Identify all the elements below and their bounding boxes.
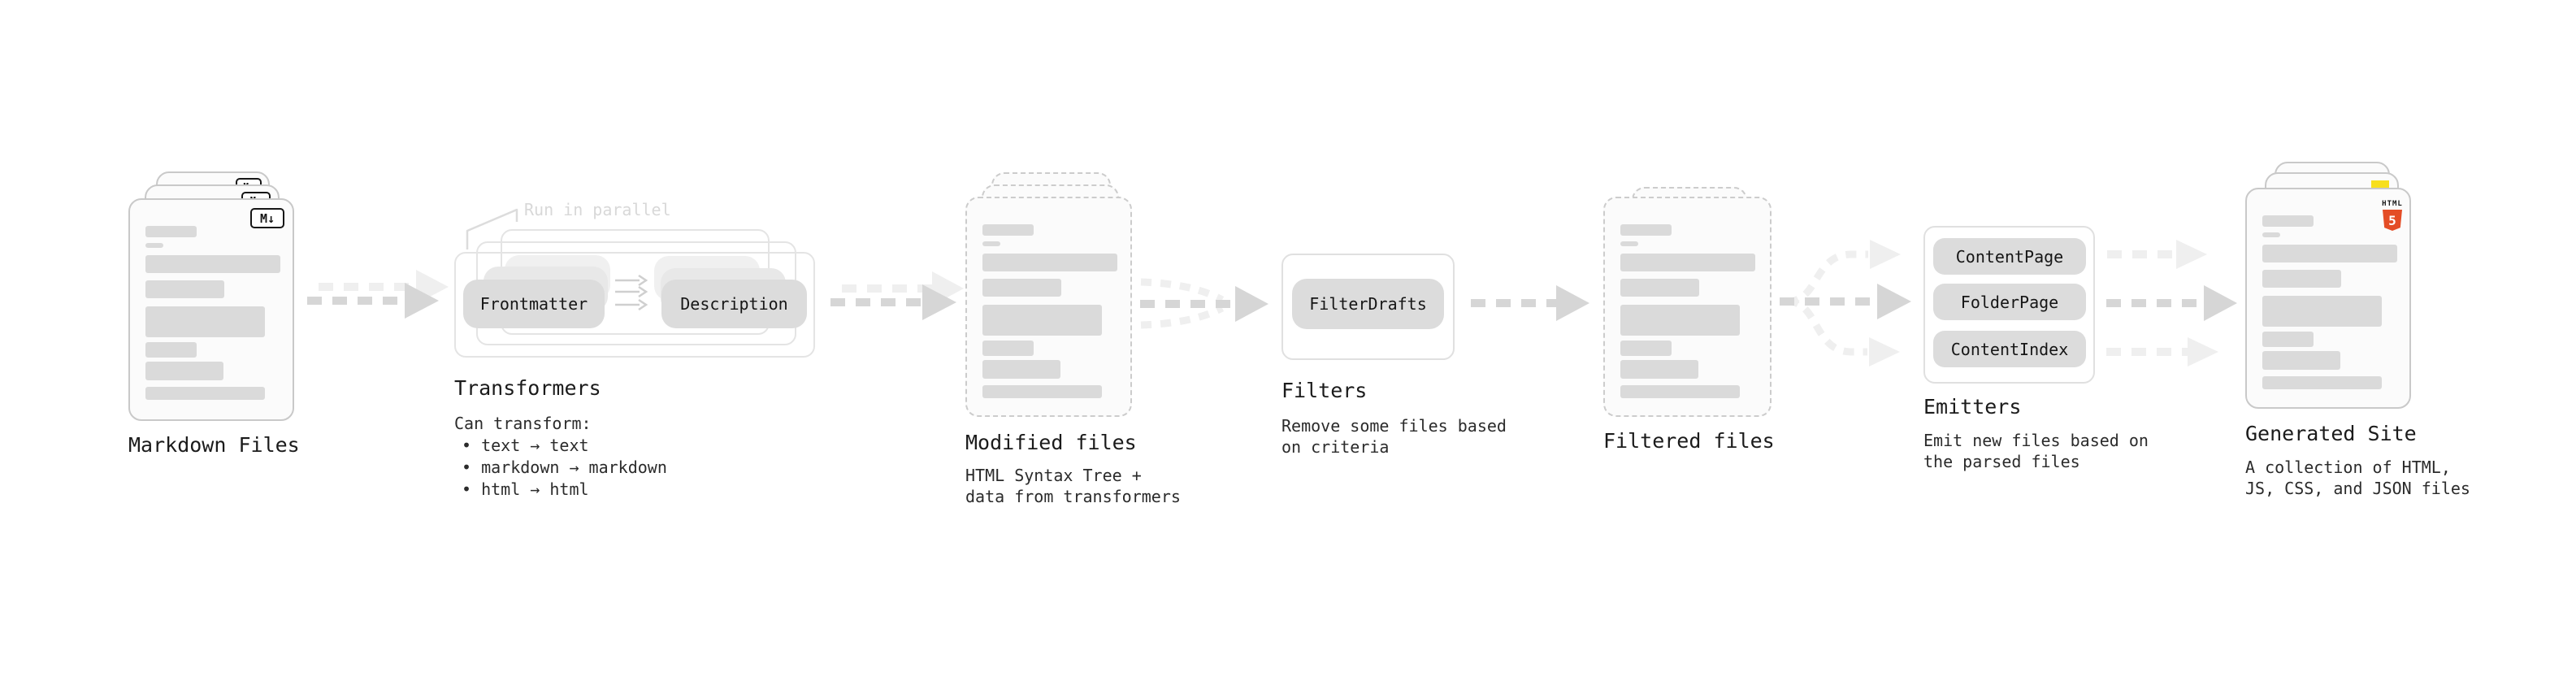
js-icon xyxy=(2371,180,2389,188)
stage-title-transformers: Transformers xyxy=(454,376,601,400)
stage-generated-site: CSS HTML 5 Generated Site A collection o… xyxy=(2245,162,2470,519)
emitter-card-contentpage: ContentPage xyxy=(1933,238,2086,275)
markdown-icon: M↓ xyxy=(250,208,284,228)
emitter-card-contentindex: ContentIndex xyxy=(1933,331,2086,367)
text-line-placeholder xyxy=(1620,385,1740,398)
text-line-placeholder xyxy=(2262,296,2382,327)
filter-card-filterdrafts: FilterDrafts xyxy=(1292,279,1444,329)
text-line-placeholder xyxy=(2262,270,2341,288)
stage-transformers: Run in parallel Frontmatter Description … xyxy=(454,195,836,504)
text-line-placeholder xyxy=(2262,245,2397,262)
text-line-placeholder xyxy=(982,224,1034,236)
transformer-card-frontmatter: Frontmatter xyxy=(463,280,605,328)
stage-description-modified-files: HTML Syntax Tree + data from transformer… xyxy=(965,465,1181,507)
description-line: • text → text xyxy=(462,436,589,455)
site-file-card-html: HTML 5 xyxy=(2245,188,2411,409)
emitter-card-folderpage: FolderPage xyxy=(1933,284,2086,320)
stage-markdown-files: M↓ M↓ M↓ Markdown Files xyxy=(128,162,332,519)
description-line: A collection of HTML, xyxy=(2245,458,2451,477)
text-line-placeholder xyxy=(145,362,223,380)
text-line-placeholder xyxy=(145,255,280,273)
text-line-placeholder xyxy=(145,226,197,237)
text-line-placeholder xyxy=(1620,224,1672,236)
stage-title-filters: Filters xyxy=(1281,379,1368,402)
stage-title-modified-files: Modified files xyxy=(965,431,1137,454)
text-line-placeholder xyxy=(145,387,265,400)
stage-title-emitters: Emitters xyxy=(1923,395,2022,419)
html5-icon: HTML 5 xyxy=(2382,193,2403,231)
text-line-placeholder xyxy=(982,385,1102,398)
text-line-placeholder xyxy=(982,360,1060,379)
stage-filters: FilterDrafts Filters Remove some files b… xyxy=(1281,254,1525,497)
text-line-placeholder xyxy=(982,340,1034,356)
stage-title-markdown-files: Markdown Files xyxy=(128,433,300,457)
text-line-placeholder xyxy=(2262,215,2314,227)
description-line: • markdown → markdown xyxy=(462,458,667,477)
arrow-filters-to-filtered xyxy=(1471,285,1589,321)
run-in-parallel-leader-line xyxy=(466,208,518,249)
stage-modified-files: Modified files HTML Syntax Tree + data f… xyxy=(965,172,1181,514)
arrow-markdown-to-transformers xyxy=(307,270,449,319)
description-line: the parsed files xyxy=(1923,452,2080,471)
description-line: Emit new files based on xyxy=(1923,431,2149,450)
text-line-placeholder xyxy=(2262,376,2382,389)
filtered-file-card xyxy=(1603,197,1772,417)
html5-icon-number: 5 xyxy=(2388,212,2396,228)
text-line-placeholder xyxy=(1620,360,1698,379)
description-line: on criteria xyxy=(1281,437,1390,457)
arrow-transformers-to-modified xyxy=(830,271,964,320)
text-line-placeholder xyxy=(1620,305,1740,336)
transformer-card-description: Description xyxy=(661,280,807,328)
text-line-placeholder xyxy=(1620,279,1699,297)
run-in-parallel-annotation: Run in parallel xyxy=(524,200,671,219)
text-line-placeholder xyxy=(2262,332,2314,347)
stage-description-generated-site: A collection of HTML, JS, CSS, and JSON … xyxy=(2245,457,2470,499)
text-line-placeholder xyxy=(1620,340,1672,356)
text-line-placeholder xyxy=(1620,241,1638,246)
stage-title-filtered-files: Filtered files xyxy=(1603,429,1775,453)
text-line-placeholder xyxy=(982,279,1061,297)
description-line: data from transformers xyxy=(965,487,1181,506)
text-line-placeholder xyxy=(145,342,197,358)
text-line-placeholder xyxy=(2262,232,2280,237)
arrow-filtered-to-emitters xyxy=(1780,240,1911,367)
stage-title-generated-site: Generated Site xyxy=(2245,422,2417,445)
text-line-placeholder xyxy=(982,305,1102,336)
html5-icon-label: HTML xyxy=(2382,200,2403,208)
description-line: Can transform: xyxy=(454,414,592,433)
stage-description-transformers: Can transform: • text → text • markdown … xyxy=(454,413,667,501)
html5-icon-shield: 5 xyxy=(2383,210,2402,231)
text-line-placeholder xyxy=(145,243,163,248)
modified-file-card xyxy=(965,197,1132,417)
stage-description-filters: Remove some files based on criteria xyxy=(1281,415,1507,458)
description-line: Remove some files based xyxy=(1281,416,1507,436)
description-line: JS, CSS, and JSON files xyxy=(2245,479,2470,498)
text-line-placeholder xyxy=(982,241,1000,246)
transformer-layer-front xyxy=(454,252,815,358)
text-line-placeholder xyxy=(1620,254,1755,271)
text-line-placeholder xyxy=(982,254,1117,271)
text-line-placeholder xyxy=(145,280,224,298)
stage-filtered-files: Filtered files xyxy=(1603,187,1806,512)
arrow-modified-to-filters xyxy=(1140,278,1268,329)
description-line: • html → html xyxy=(462,479,589,499)
description-line: HTML Syntax Tree + xyxy=(965,466,1142,485)
stage-description-emitters: Emit new files based on the parsed files xyxy=(1923,430,2149,472)
arrow-emitters-to-site xyxy=(2106,240,2237,367)
markdown-file-card: M↓ xyxy=(128,198,294,421)
text-line-placeholder xyxy=(145,306,265,337)
text-line-placeholder xyxy=(2262,351,2340,370)
stage-emitters: ContentPage FolderPage ContentIndex Emit… xyxy=(1923,226,2167,502)
transformer-inner-arrows xyxy=(615,274,648,311)
